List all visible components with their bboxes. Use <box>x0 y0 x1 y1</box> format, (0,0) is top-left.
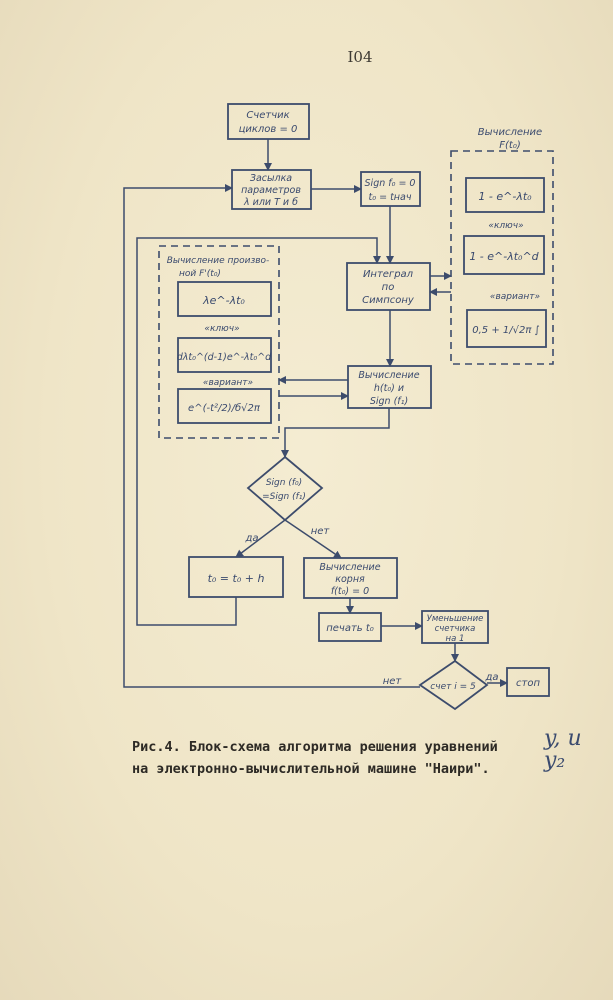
derivative-title-line2: ной F'(t₀) <box>179 269 221 279</box>
sign-no-label: нет <box>311 526 331 537</box>
count-decision-text: счет i = 5 <box>430 682 476 692</box>
derivative-formula-2: dλt₀^(d-1)e^-λt₀^d <box>177 352 272 363</box>
integral-line3: Симпсону <box>362 295 415 306</box>
cycle-counter-line1: Счетчик <box>246 110 289 121</box>
derivative-title-line1: Вычисление произво- <box>167 256 270 266</box>
sign-yes-label: да <box>244 533 258 544</box>
derivative-region: Вычисление произво- ной F'(t₀) λe^-λt₀ «… <box>158 245 280 439</box>
decrement-block: Уменьшение счетчика на 1 <box>421 610 489 644</box>
integral-line2: по <box>382 282 395 293</box>
decrement-line3: на 1 <box>446 634 465 644</box>
function-title-line1: Вычисление <box>478 127 542 138</box>
function-title-line2: F(t₀) <box>499 140 520 151</box>
derivative-formula-1: λe^-λt₀ <box>202 294 245 307</box>
page-number: I04 <box>347 48 373 66</box>
root-line2: корня <box>335 574 365 585</box>
integral-block: Интеграл по Симпсону <box>346 262 431 311</box>
init-line1: Sign f₀ = 0 <box>365 178 416 189</box>
sign-decision: Sign (f₀) =Sign (f₁) <box>246 455 324 522</box>
function-formula-3: 0,5 + 1/√2π ∫ <box>472 325 540 336</box>
decrement-line2: счетчика <box>435 624 476 634</box>
root-line1: Вычисление <box>319 562 380 573</box>
step-text: t₀ = t₀ + h <box>208 572 265 585</box>
count-no-label: нет <box>383 676 403 687</box>
step-block: t₀ = t₀ + h <box>188 556 284 598</box>
compute-h-block: Вычисление h(t₀) и Sign (f₁) <box>347 365 432 409</box>
flowchart-diagram: Счетчик циклов = 0 Засылка параметров λ … <box>123 103 554 711</box>
sign-decision-line1: Sign (f₀) <box>266 478 302 488</box>
decrement-line1: Уменьшение <box>427 614 484 624</box>
function-formula-2: 1 - e^-λt₀^d <box>469 250 539 263</box>
load-params-block: Засылка параметров λ или Т и б <box>231 169 312 210</box>
init-block: Sign f₀ = 0 t₀ = tнач <box>360 171 421 207</box>
sign-decision-line2: =Sign (f₁) <box>262 492 306 502</box>
compute-h-line2: h(t₀) и <box>374 383 404 394</box>
stop-text: стоп <box>516 678 540 689</box>
root-block: Вычисление корня f(t₀) = 0 <box>303 557 398 599</box>
load-params-line1: Засылка <box>250 173 292 184</box>
function-formula-1: 1 - e^-λt₀ <box>478 190 532 203</box>
load-params-line2: параметров <box>241 185 301 196</box>
init-line2: t₀ = tнач <box>369 192 412 203</box>
caption-line1: Рис.4. Блок-схема алгоритма решения урав… <box>132 739 498 755</box>
integral-line1: Интеграл <box>363 269 414 280</box>
cycle-counter-line2: циклов = 0 <box>239 124 298 135</box>
derivative-formula-3: e^(-t²/2)/б√2π <box>188 402 261 414</box>
figure-caption: Рис.4. Блок-схема алгоритма решения урав… <box>132 728 592 780</box>
derivative-key-label: «ключ» <box>204 324 239 334</box>
function-region: Вычисление F(t₀) 1 - e^-λt₀ «ключ» 1 - e… <box>450 127 554 365</box>
load-params-line3: λ или Т и б <box>243 197 298 208</box>
caption-variables: y, u y₂ <box>544 726 582 773</box>
derivative-variant-label: «вариант» <box>203 378 253 388</box>
caption-line2: на электронно-вычислительной машине "Наи… <box>132 761 490 777</box>
count-yes-label: да <box>484 672 498 683</box>
compute-h-line3: Sign (f₁) <box>370 396 408 407</box>
compute-h-line1: Вычисление <box>358 370 419 381</box>
print-text: печать t₀ <box>326 623 374 634</box>
root-line3: f(t₀) = 0 <box>331 586 369 597</box>
function-variant-label: «вариант» <box>490 292 540 302</box>
cycle-counter-block: Счетчик циклов = 0 <box>227 103 310 140</box>
function-key-label: «ключ» <box>488 221 523 231</box>
count-decision: счет i = 5 <box>418 659 489 711</box>
stop-block: стоп <box>506 667 550 697</box>
print-block: печать t₀ <box>318 612 382 642</box>
